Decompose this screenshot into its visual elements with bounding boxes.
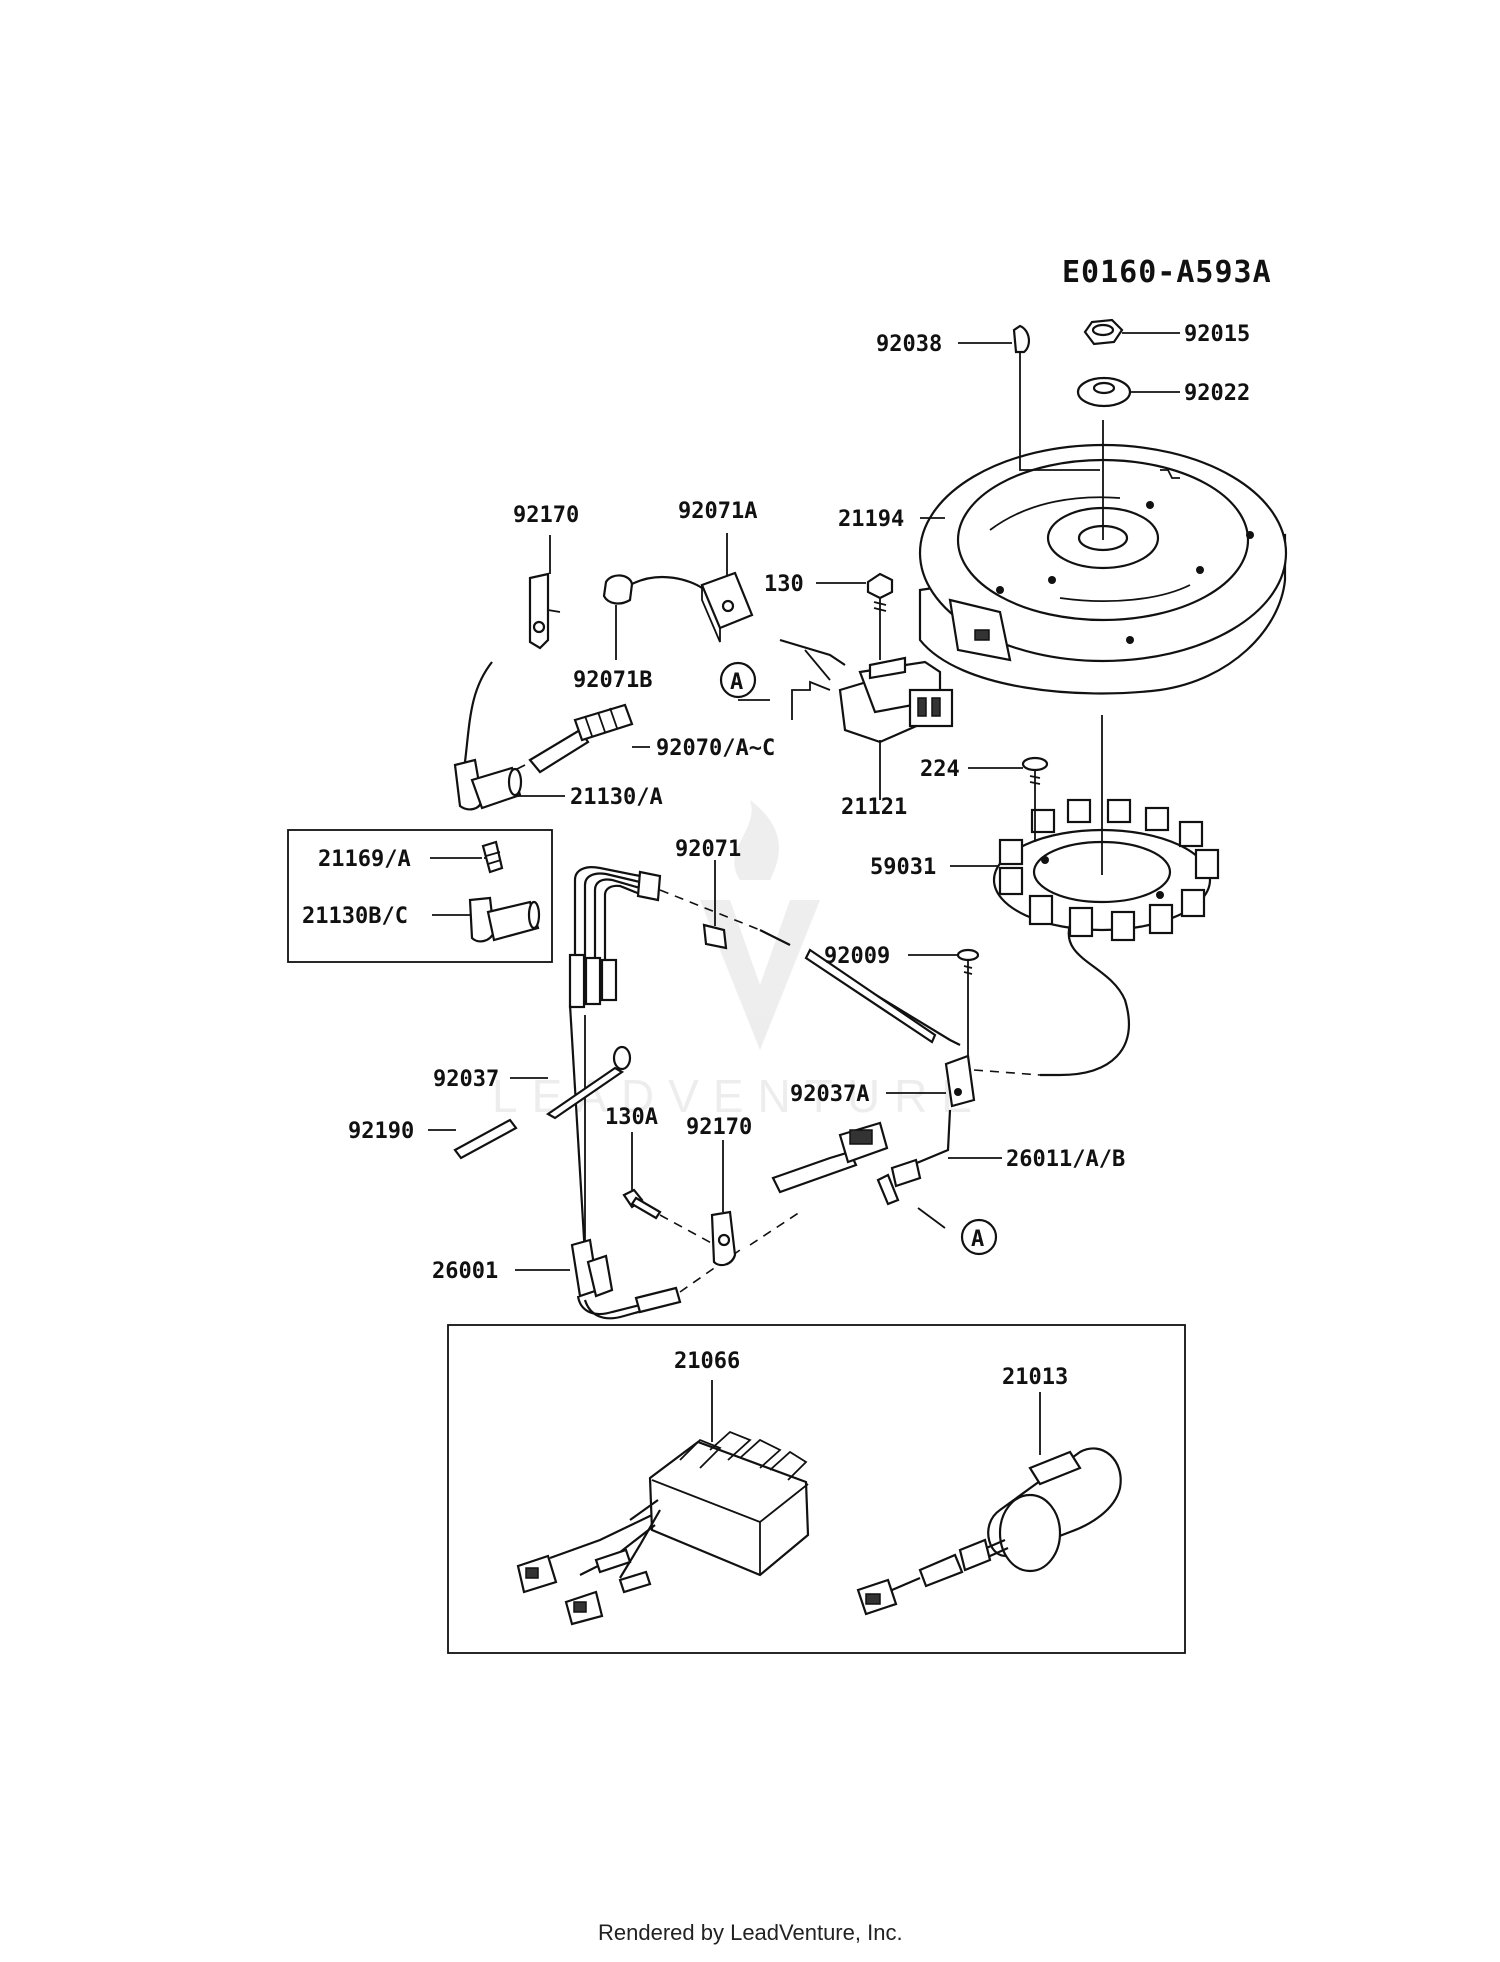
label-92022[interactable]: 92022 — [1184, 381, 1250, 406]
label-92009[interactable]: 92009 — [824, 944, 890, 969]
label-92170-bottom[interactable]: 92170 — [686, 1115, 752, 1140]
spark-plug-92070[interactable] — [514, 703, 634, 774]
bolt-130A[interactable] — [622, 1188, 716, 1246]
label-92015[interactable]: 92015 — [1184, 322, 1250, 347]
clamp-92170-bottom[interactable] — [710, 1210, 737, 1267]
leadventure-watermark: LEADVENTURE — [492, 800, 986, 1122]
label-26001[interactable]: 26001 — [432, 1259, 498, 1284]
label-21194[interactable]: 21194 — [838, 507, 904, 532]
label-92038[interactable]: 92038 — [876, 332, 942, 357]
footer-credit: Rendered by LeadVenture, Inc. — [598, 1920, 903, 1945]
ref-a-bottom-label: A — [971, 1227, 984, 1252]
label-21066[interactable]: 21066 — [674, 1349, 740, 1374]
inset-box-regulator-capacitor — [447, 1324, 1186, 1654]
spacer-92071A[interactable] — [700, 571, 754, 643]
ignition-coil-21121[interactable] — [779, 638, 954, 744]
label-92170-top[interactable]: 92170 — [513, 503, 579, 528]
label-92070[interactable]: 92070/A~C — [656, 736, 775, 761]
leader-lines — [428, 332, 1180, 1455]
label-21130[interactable]: 21130/A — [570, 785, 663, 810]
ref-circle-a-bottom: A — [960, 1218, 998, 1256]
part-labels: 92038 92015 92022 92170 92071A 21194 130… — [302, 322, 1250, 1390]
label-92037[interactable]: 92037 — [433, 1067, 499, 1092]
clamp-92037A[interactable] — [944, 1054, 1041, 1108]
clamp-92170-top[interactable] — [528, 572, 561, 650]
band-92037[interactable] — [545, 1045, 632, 1120]
label-26011[interactable]: 26011/A/B — [1006, 1147, 1125, 1172]
key-92038[interactable] — [1012, 324, 1030, 354]
label-92071[interactable]: 92071 — [675, 837, 741, 862]
diagram-code: E0160-A593A — [1062, 255, 1272, 290]
label-92071A[interactable]: 92071A — [678, 499, 757, 524]
label-224[interactable]: 224 — [920, 757, 960, 782]
capacitor-21013[interactable] — [856, 1447, 1122, 1616]
washer-92022[interactable] — [1076, 376, 1132, 408]
ref-a-top-label: A — [730, 670, 743, 695]
label-92071B[interactable]: 92071B — [573, 668, 652, 693]
inset-box-plug-caps — [287, 829, 553, 963]
plug-cap-21130[interactable] — [453, 661, 523, 811]
label-92190[interactable]: 92190 — [348, 1119, 414, 1144]
watermark-text: LEADVENTURE — [492, 1070, 986, 1122]
ref-circle-a-top: A — [719, 661, 757, 699]
label-21169[interactable]: 21169/A — [318, 847, 411, 872]
bolt-130[interactable] — [866, 572, 894, 615]
label-130[interactable]: 130 — [764, 572, 804, 597]
lead-26011[interactable] — [876, 1109, 952, 1206]
label-59031[interactable]: 59031 — [870, 855, 936, 880]
label-21130BC[interactable]: 21130B/C — [302, 904, 408, 929]
label-21121[interactable]: 21121 — [841, 795, 907, 820]
nut-92015[interactable] — [1083, 318, 1124, 346]
screw-224[interactable] — [1021, 756, 1049, 790]
label-92037A[interactable]: 92037A — [790, 1082, 869, 1107]
stator-59031[interactable] — [992, 798, 1220, 1077]
harness-26001[interactable] — [568, 866, 961, 1320]
label-130A[interactable]: 130A — [605, 1105, 658, 1130]
plug-cap-92071B[interactable] — [602, 574, 703, 605]
regulator-21066[interactable] — [516, 1430, 810, 1626]
label-21013[interactable]: 21013 — [1002, 1365, 1068, 1390]
clamp-92071[interactable] — [702, 890, 728, 950]
pin-92190[interactable] — [453, 1118, 518, 1160]
screw-92009[interactable] — [956, 948, 980, 1056]
